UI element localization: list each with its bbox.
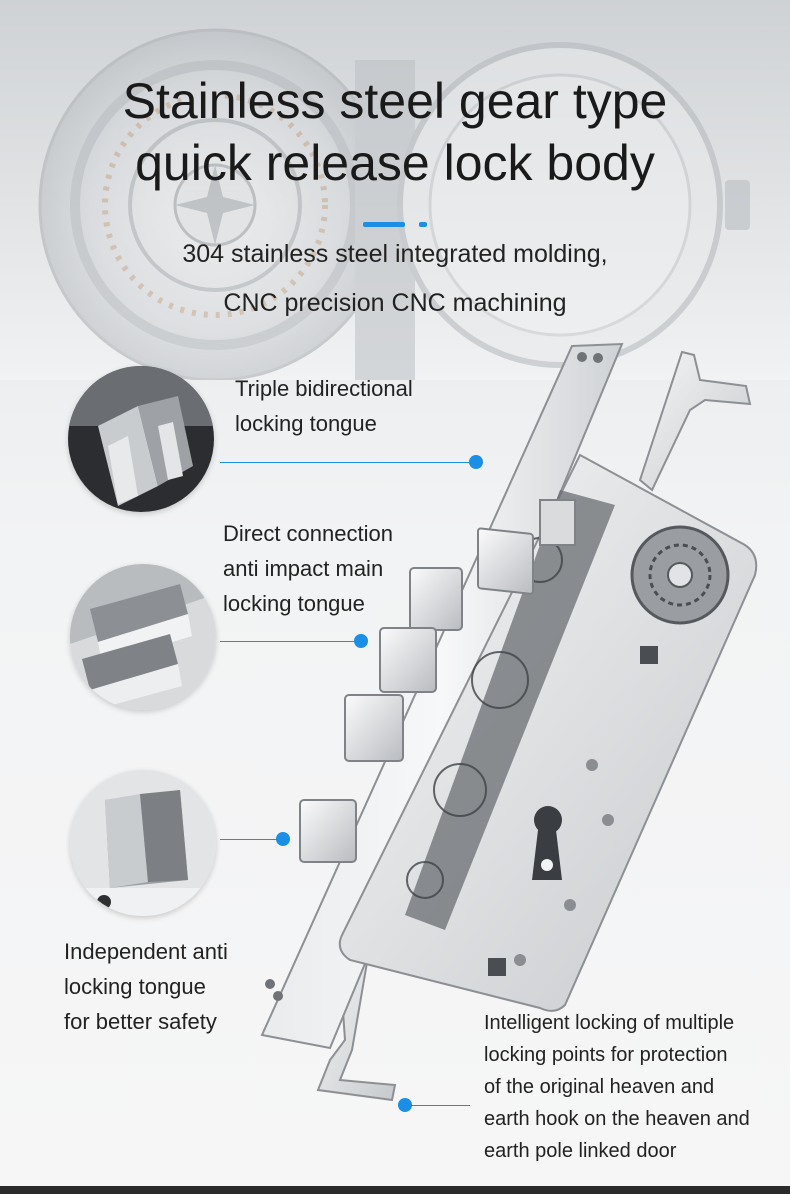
triple-tongue-closeup-image: [68, 366, 214, 512]
hook-line-3: of the original heaven and: [484, 1076, 715, 1098]
leader-line-main-tongue: [220, 641, 360, 642]
subtitle-line-2: CNC precision CNC machining: [223, 289, 567, 317]
lock-body-illustration: [260, 342, 758, 1102]
vault-door-background: [0, 0, 790, 380]
anti-tongue-closeup-image: [70, 770, 216, 916]
triple-tongue-line-2: locking tongue: [235, 411, 377, 436]
leader-line-triple-tongue: [220, 462, 475, 463]
hook-line-1: Intelligent locking of multiple: [484, 1012, 735, 1034]
callout-dot-triple-tongue: [469, 455, 483, 469]
anti-tongue-line-1: Independent anti: [64, 939, 228, 964]
triple-tongue-line-1: Triple bidirectional: [235, 376, 413, 401]
accent-bar-short: [419, 222, 427, 227]
page-title-line-1: Stainless steel gear type: [122, 73, 668, 129]
leader-line-hook: [405, 1105, 470, 1106]
leader-line-anti-tongue: [220, 839, 282, 840]
feature-label-anti-tongue: Independent anti locking tongue for bett…: [64, 934, 228, 1039]
feature-label-hook: Intelligent locking of multiple locking …: [484, 1007, 750, 1167]
main-tongue-line-3: locking tongue: [223, 591, 365, 616]
hook-line-4: earth hook on the heaven and: [484, 1108, 750, 1130]
main-tongue-line-2: anti impact main: [223, 556, 384, 581]
anti-tongue-line-2: locking tongue: [64, 974, 206, 999]
page-title-line-2: quick release lock body: [135, 135, 655, 191]
main-tongue-line-1: Direct connection: [223, 521, 393, 546]
callout-dot-anti-tongue: [276, 832, 290, 846]
feature-label-main-tongue: Direct connection anti impact main locki…: [223, 516, 393, 621]
hook-line-5: earth pole linked door: [484, 1140, 677, 1162]
accent-bar-long: [363, 222, 405, 227]
feature-label-triple-tongue: Triple bidirectional locking tongue: [235, 371, 413, 441]
hook-line-2: locking points for protection: [484, 1044, 728, 1066]
subtitle-line-1: 304 stainless steel integrated molding,: [182, 240, 608, 268]
anti-tongue-line-3: for better safety: [64, 1009, 217, 1034]
callout-dot-main-tongue: [354, 634, 368, 648]
main-tongue-closeup-image: [70, 564, 216, 710]
bottom-border-bar: [0, 1186, 790, 1194]
